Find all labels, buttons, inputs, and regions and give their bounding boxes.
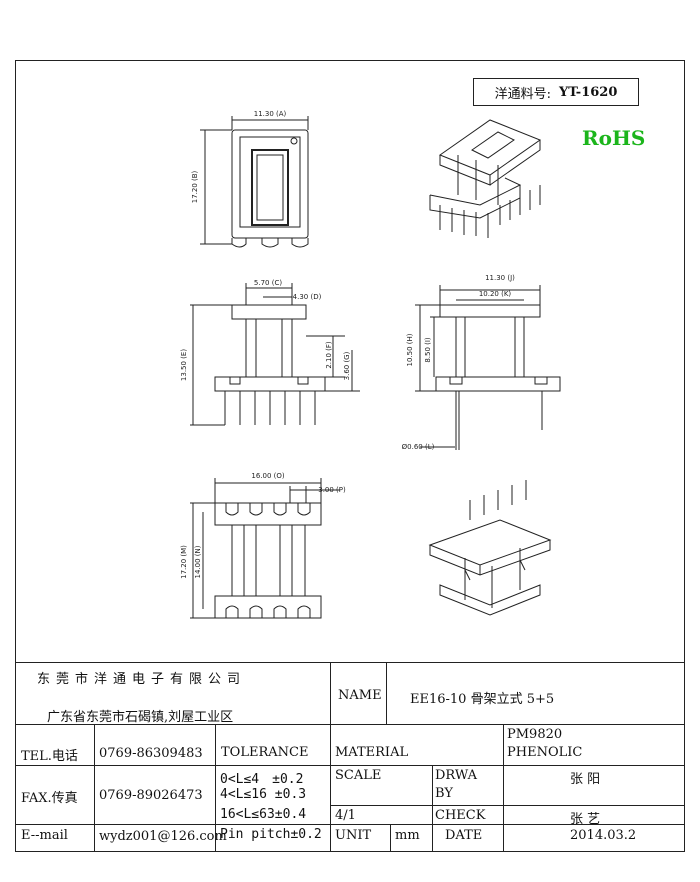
name-label: NAME [338,688,382,703]
drawing-sheet-border [15,60,685,852]
rohs-mark: RoHS [582,126,646,150]
front-view [190,283,360,426]
dim-e-label: 13.50 (E) [180,349,188,381]
rule [15,824,685,825]
part-number-value: YT-1620 [559,84,618,100]
fax-value: 0769-89026473 [99,788,203,803]
unit-value: mm [395,828,420,843]
dim-a-label: 11.30 (A) [254,110,287,118]
part-number-box: 洋通料号: YT-1620 [473,78,639,106]
dim-i-label: 8.50 (I) [424,337,432,363]
rule [390,824,391,852]
dim-m-label: 17.20 (M) [180,545,188,579]
drawn-by-label-1: DRWA [435,768,478,783]
dim-h-label: 10.50 (H) [406,333,414,366]
rule [15,724,330,725]
bottom-view [190,478,340,619]
tolerance-row-1: 0<L≤4 ±0.2 [220,772,304,787]
part-number-label: 洋通料号: [494,86,551,102]
isometric-view-top [429,119,542,238]
dim-f-label: 2.10 (F) [325,341,333,369]
rule [215,724,216,852]
material-label: MATERIAL [335,745,409,760]
email-value: wydz001@126.com [99,829,227,844]
company-name: 东莞市洋通电子有限公司 [37,672,247,687]
rule [330,662,331,852]
tolerance-row-4: Pin pitch±0.2 [220,827,322,842]
dim-n-label: 14.00 (N) [194,545,202,578]
tel-value: 0769-86309483 [99,746,203,761]
dim-p-label: 3.00 (P) [318,486,346,494]
side-view [415,285,561,450]
tel-label: TEL.电话 [21,749,78,764]
drawn-by-value: 张 阳 [570,772,601,787]
material-value-2: PHENOLIC [507,745,583,760]
dim-d-label: 4.30 (D) [293,293,322,301]
top-view [200,116,309,248]
isometric-view-bottom [428,480,552,616]
name-value: EE16-10 骨架立式 5+5 [410,692,555,707]
technical-drawing: 11.30 (A) 17.20 (B) 5.70 (C) 4.30 [180,110,561,619]
dim-c-label: 5.70 (C) [254,279,282,287]
rule [94,724,95,852]
check-value: 张 艺 [570,812,601,827]
dim-b-label: 17.20 (B) [191,170,199,203]
dim-j-label: 11.30 (J) [485,274,515,282]
rule [15,765,685,766]
dim-g-label: 3.60 (G) [343,351,351,380]
material-value-1: PM9820 [507,727,563,742]
unit-label: UNIT [335,828,372,843]
dim-k-label: 10.20 (K) [479,290,512,298]
tolerance-row-3: 16<L≤63±0.4 [220,807,307,822]
scale-value: 4/1 [335,808,356,823]
check-label: CHECK [435,808,486,823]
tolerance-row-2: 4<L≤16 ±0.3 [220,787,307,802]
rule [503,765,504,852]
rule [386,662,387,724]
tolerance-label: TOLERANCE [221,745,309,760]
drawn-by-label-2: BY [435,786,453,801]
fax-label: FAX.传真 [21,791,78,806]
dim-l-label: Ø0.60 (L) [402,443,435,451]
rule [503,724,504,765]
rule [15,662,685,663]
date-value: 2014.03.2 [570,828,637,843]
company-address: 广东省东莞市石碣镇,刘屋工业区 [47,710,234,725]
rule [432,765,433,852]
title-block: 东莞市洋通电子有限公司 广东省东莞市石碣镇,刘屋工业区 NAME EE16-10… [15,662,685,852]
rule [330,805,685,806]
rule [330,724,685,725]
email-label: E--mail [21,828,68,843]
scale-label: SCALE [335,768,382,783]
date-label: DATE [445,828,483,843]
dim-o-label: 16.00 (O) [251,472,285,480]
